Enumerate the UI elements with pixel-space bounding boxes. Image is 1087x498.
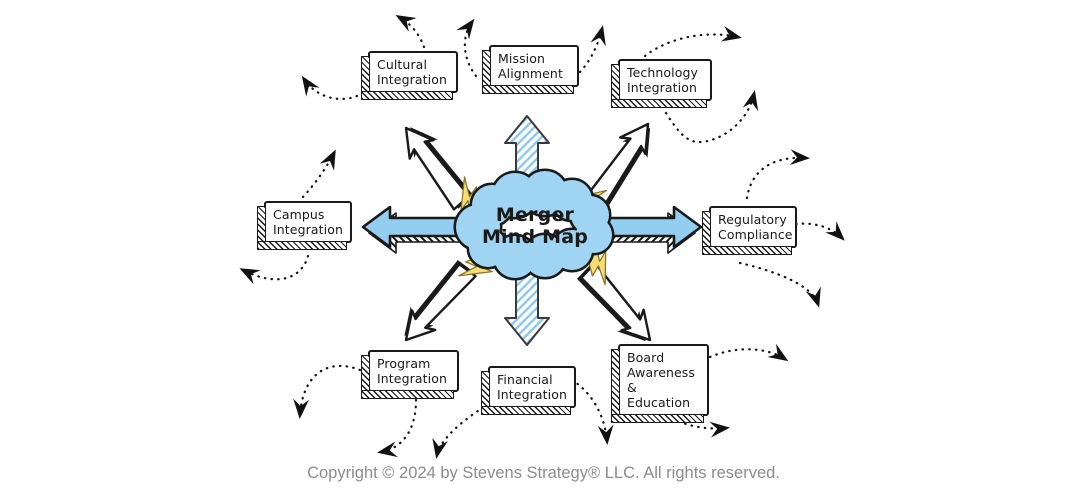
node-label: Program Integration bbox=[370, 352, 457, 390]
node-shadow-bottom bbox=[702, 246, 792, 255]
node-shadow-bottom bbox=[481, 406, 571, 415]
node-label: Financial Integration bbox=[490, 368, 574, 406]
node-board-awareness-education: Board Awareness & Education bbox=[611, 344, 709, 423]
node-label: Mission Alignment bbox=[491, 47, 577, 85]
node-program-integration: Program Integration bbox=[361, 350, 459, 399]
node-label: Technology Integration bbox=[620, 61, 710, 99]
copyright-text: Copyright © 2024 by Stevens Strategy® LL… bbox=[307, 464, 780, 482]
node-shadow-bottom bbox=[361, 390, 454, 399]
node-cultural-integration: Cultural Integration bbox=[361, 51, 458, 100]
node-shadow-left bbox=[611, 349, 620, 423]
node-label: Cultural Integration bbox=[370, 53, 456, 91]
center-cloud bbox=[453, 168, 615, 281]
node-shadow-bottom bbox=[482, 85, 574, 94]
diagonal-arrow-down-right-icon bbox=[572, 258, 663, 352]
node-label: Regulatory Compliance bbox=[711, 208, 795, 246]
node-shadow-bottom bbox=[611, 99, 707, 108]
center-cloud-label: Merger Mind Map bbox=[481, 204, 589, 249]
node-financial-integration: Financial Integration bbox=[481, 366, 576, 415]
diagonal-arrow-down-left-icon bbox=[393, 255, 482, 352]
node-technology-integration: Technology Integration bbox=[611, 59, 712, 108]
node-shadow-bottom bbox=[361, 91, 453, 100]
node-shadow-bottom bbox=[257, 241, 347, 250]
node-label: Board Awareness & Education bbox=[620, 346, 707, 414]
node-regulatory-compliance: Regulatory Compliance bbox=[702, 206, 797, 255]
arrow-right-icon bbox=[593, 205, 703, 254]
node-mission-alignment: Mission Alignment bbox=[482, 45, 579, 94]
node-campus-integration: Campus Integration bbox=[257, 201, 352, 250]
arrow-down-icon bbox=[504, 270, 550, 346]
node-label: Campus Integration bbox=[266, 203, 350, 241]
node-shadow-bottom bbox=[611, 414, 704, 423]
